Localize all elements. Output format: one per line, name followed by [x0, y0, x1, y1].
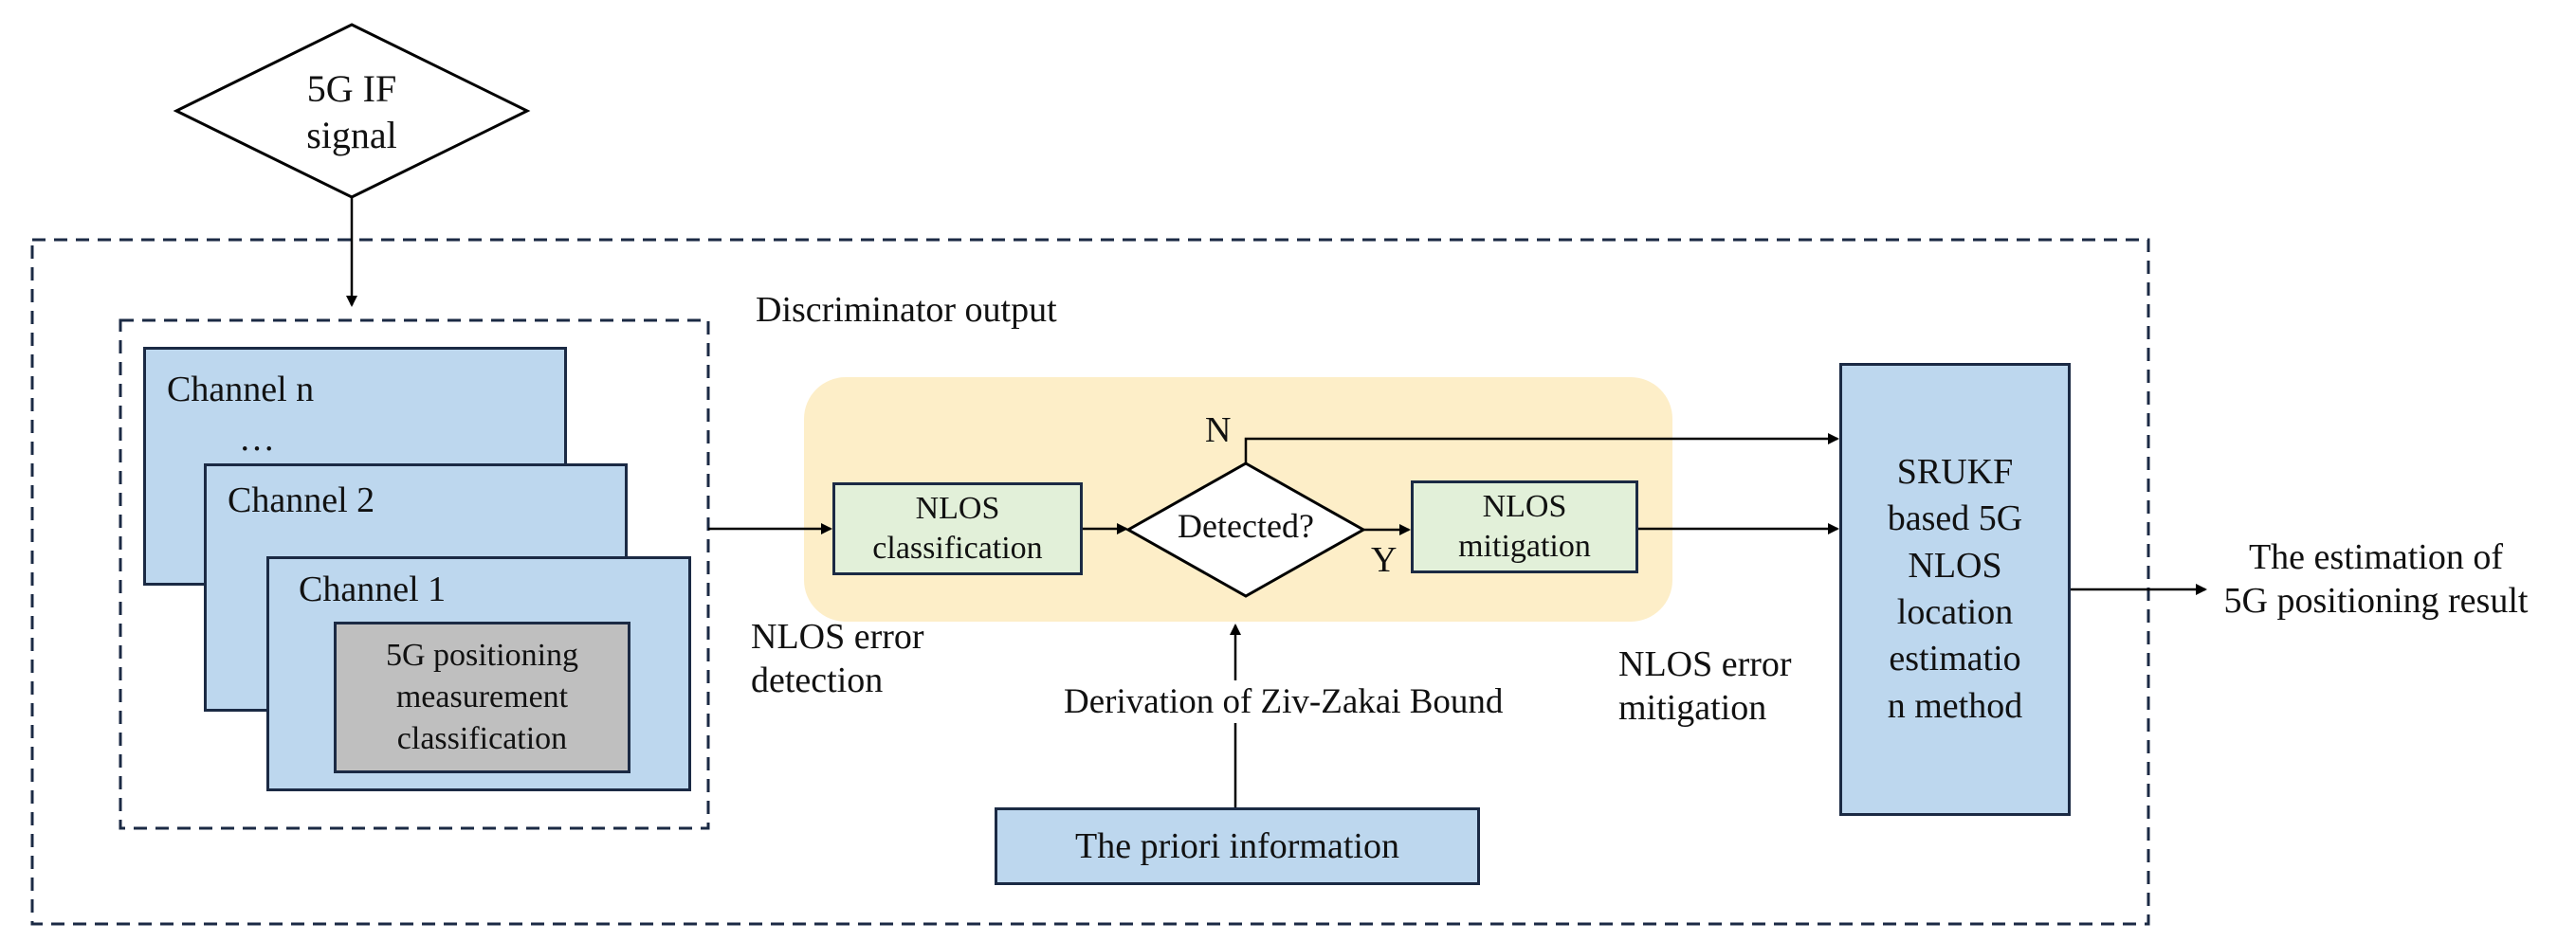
srukf-line6: n method — [1887, 685, 2023, 726]
channel-n-label: Channel n — [167, 370, 315, 409]
output-result-line2: 5G positioning result — [2223, 581, 2529, 622]
nlos-mitigation-box: NLOS mitigation — [1411, 480, 1638, 573]
priori-information-label: The priori information — [1075, 826, 1399, 866]
srukf-line2: based 5G — [1887, 498, 2023, 539]
srukf-line4: location — [1896, 592, 2014, 632]
output-result-label: The estimation of 5G positioning result — [2186, 535, 2566, 624]
nlos-error-mitigation-line2: mitigation — [1618, 688, 1767, 729]
measurement-line3: classification — [396, 721, 568, 757]
channel-1-label: Channel 1 — [299, 570, 447, 609]
detected-decision-label: Detected? — [1178, 507, 1314, 545]
output-result-line1: The estimation of — [2248, 537, 2504, 577]
nlos-error-detection-line1: NLOS error — [751, 617, 924, 657]
system-boundary — [30, 238, 2150, 926]
channel-group-boundary — [119, 318, 710, 830]
input-signal-line1: 5G IF — [306, 67, 397, 110]
channel-2-label: Channel 2 — [228, 480, 375, 520]
nlos-classification-line2: classification — [872, 531, 1043, 566]
priori-information-box: The priori information — [995, 807, 1480, 885]
nlos-error-mitigation-label: NLOS error mitigation — [1618, 642, 1792, 731]
decision-no-label: N — [1205, 410, 1232, 450]
nlos-classification-line1: NLOS — [915, 490, 1000, 526]
nlos-mitigation-line1: NLOS — [1482, 488, 1567, 524]
arrow-decision-no-to-srukf — [1244, 433, 1839, 463]
input-signal-line2: signal — [306, 113, 397, 156]
nlos-classification-box: NLOS classification — [832, 482, 1083, 575]
ziv-zakai-bound-label: Derivation of Ziv-Zakai Bound — [1064, 680, 1504, 724]
input-signal-label: 5G IF signal — [257, 66, 447, 159]
decision-yes-label: Y — [1371, 540, 1398, 580]
measurement-line1: 5G positioning — [385, 637, 579, 673]
discriminator-output-label: Discriminator output — [756, 290, 1057, 330]
nlos-error-mitigation-line1: NLOS error — [1618, 644, 1792, 684]
nlos-error-detection-line2: detection — [751, 661, 884, 701]
measurement-classification-box: 5G positioning measurement classificatio… — [334, 622, 630, 773]
srukf-estimation-box: SRUKF based 5G NLOS location estimatio n… — [1839, 363, 2071, 816]
srukf-line3: NLOS — [1908, 545, 2002, 586]
measurement-line2: measurement — [395, 679, 569, 715]
srukf-line5: estimatio — [1889, 639, 2021, 679]
nlos-error-detection-label: NLOS error detection — [751, 615, 924, 703]
nlos-mitigation-line2: mitigation — [1458, 529, 1591, 564]
channel-n-ellipsis: … — [239, 419, 275, 459]
srukf-line1: SRUKF — [1896, 451, 2014, 492]
detected-decision-diamond — [1124, 461, 1367, 598]
